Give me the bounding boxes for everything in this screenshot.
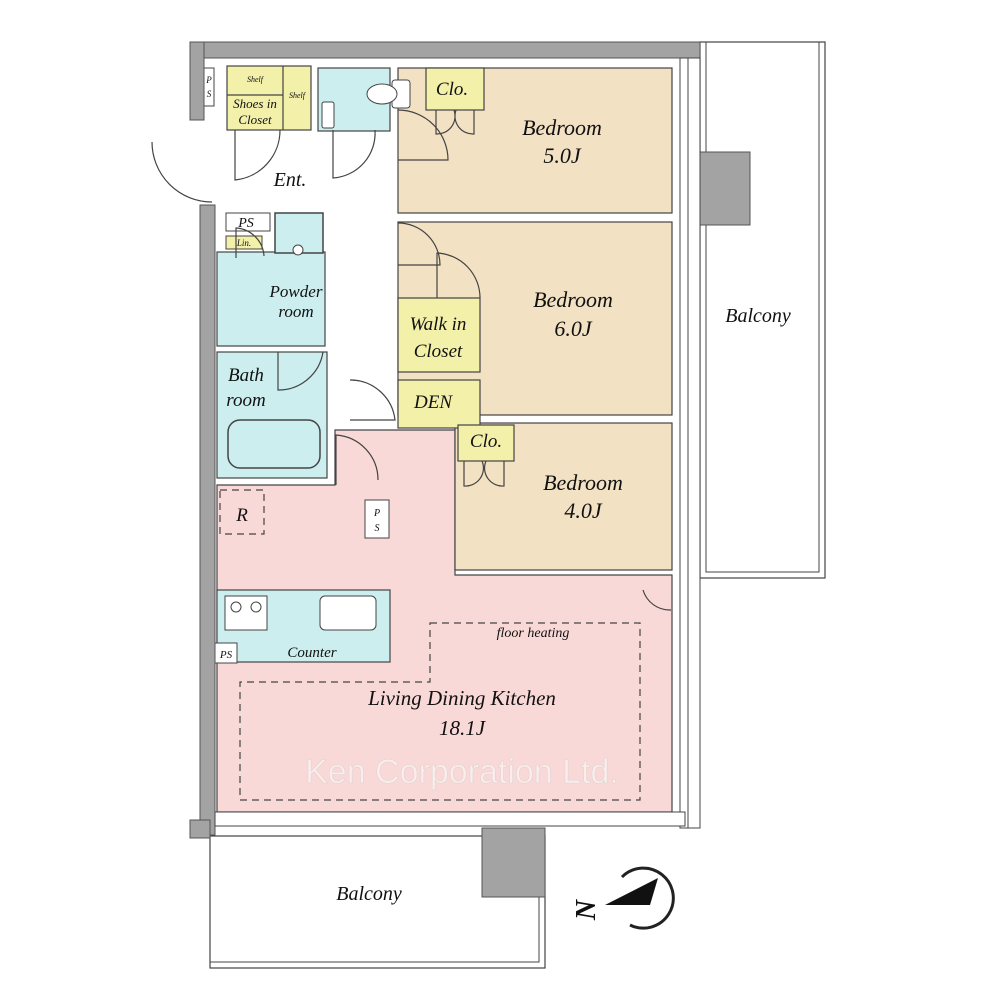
ldk-size: 18.1J — [439, 716, 487, 740]
bathtub-icon — [227, 419, 321, 469]
watermark: Ken Corporation Ltd. — [305, 753, 619, 791]
ps-top-label: P — [205, 75, 212, 85]
counter-label: Counter — [287, 645, 336, 661]
shoes-closet-label: Shoes in — [233, 96, 277, 111]
balcony-right-label: Balcony — [725, 305, 791, 327]
den — [397, 379, 481, 429]
closet-2-label: Clo. — [470, 431, 502, 452]
closet-1 — [425, 67, 485, 111]
bath-room-label: Bath — [228, 365, 264, 386]
compass-icon: N — [571, 866, 675, 930]
linen — [225, 235, 263, 250]
ps-entry-label: PS — [237, 216, 254, 231]
stove-icon — [224, 595, 268, 631]
refrigerator-space — [219, 489, 265, 535]
linen-label: Lin. — [236, 238, 251, 248]
ps-ldk-label-2: S — [375, 523, 380, 534]
walk-in-closet-label-2: Closet — [414, 341, 463, 362]
entrance-label: Ent. — [273, 169, 307, 191]
walk-in-closet — [397, 297, 481, 373]
floor-heating-area — [239, 622, 641, 801]
bedroom-3-label: Bedroom — [543, 470, 623, 495]
shoes-closet-label-2: Closet — [238, 112, 272, 127]
ps-ldk — [364, 499, 390, 539]
ps-kitchen-label: PS — [219, 649, 233, 661]
bedroom-1-size: 5.0J — [543, 143, 582, 168]
bedroom-1-label: Bedroom — [522, 115, 602, 140]
sink-icon — [319, 595, 377, 631]
ps-top-label-2: S — [207, 89, 212, 99]
room-bedroom-3 — [454, 422, 673, 571]
bedroom-2-label: Bedroom — [533, 287, 613, 312]
closet-2 — [457, 424, 515, 462]
doors — [151, 109, 672, 611]
ps-ldk-label: P — [373, 508, 380, 519]
shelf-1-label: Shelf — [247, 75, 265, 84]
ldk-label: Living Dining Kitchen — [367, 686, 556, 710]
walk-in-closet-label: Walk in — [410, 314, 467, 335]
bedroom-3-size: 4.0J — [564, 498, 603, 523]
powder-room-label: Powder — [269, 282, 323, 301]
shoes-closet — [226, 65, 312, 131]
ps-top — [203, 67, 215, 107]
closet-1-label: Clo. — [436, 79, 468, 100]
floor-heating-label: floor heating — [497, 626, 570, 641]
exterior-walls — [189, 41, 701, 839]
refrigerator-label: R — [235, 505, 248, 526]
balcony-bottom-label: Balcony — [336, 883, 402, 905]
bath-room-label-2: room — [226, 390, 265, 411]
den-label: DEN — [413, 392, 453, 413]
pillar — [696, 151, 751, 226]
compass-north-label: N — [571, 898, 602, 921]
bedroom-2-size: 6.0J — [554, 316, 593, 341]
powder-room-label-2: room — [278, 302, 313, 321]
balcony-right: Balcony — [696, 41, 826, 579]
pillar — [481, 827, 546, 898]
powder-room — [216, 251, 326, 347]
shelf-2-label: Shelf — [289, 91, 307, 100]
balcony-bottom: Balcony — [209, 827, 546, 969]
